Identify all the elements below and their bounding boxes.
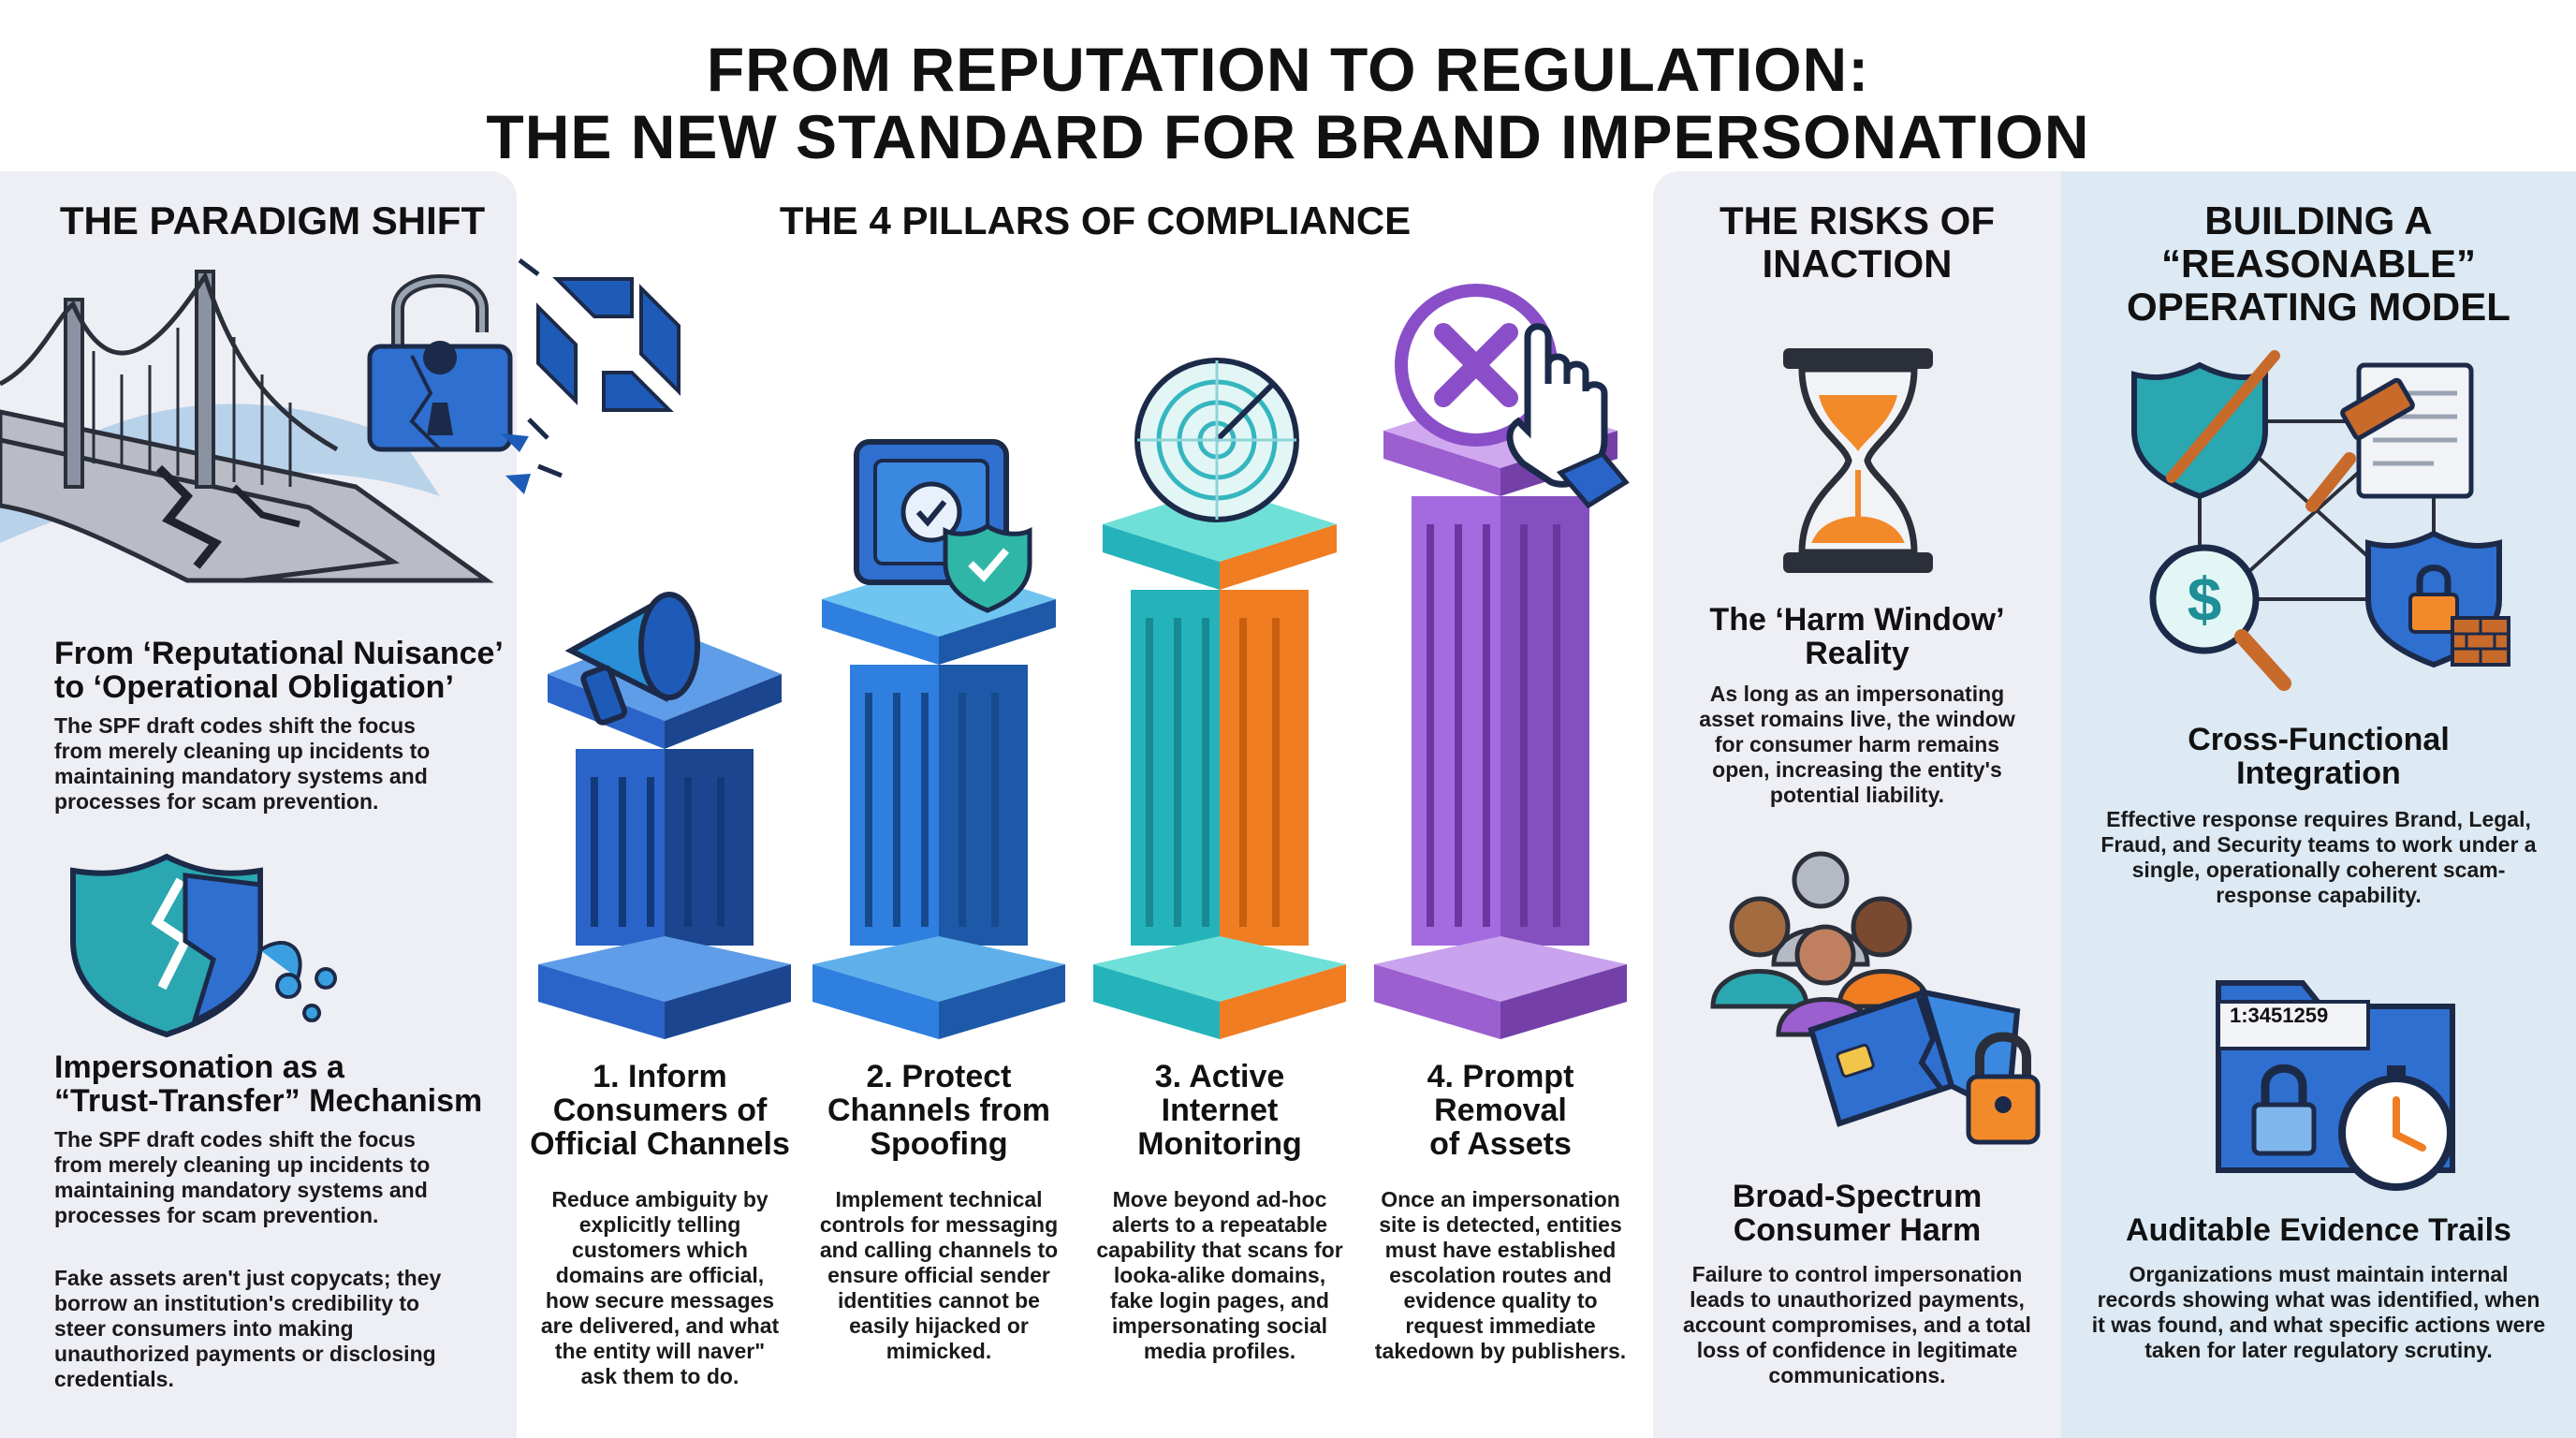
risks-heading: THE RISKS OF INACTION xyxy=(1719,198,1996,286)
pillar-4-title: 4. Prompt Removal of Assets xyxy=(1427,1059,1574,1162)
safe-icon xyxy=(854,439,1032,613)
pillar-1 xyxy=(538,627,791,1039)
pillar-2 xyxy=(812,562,1065,1039)
pillar-3-title: 3. Active Internet Monitoring xyxy=(1137,1059,1302,1162)
model-section1-title: Cross-Functional Integration xyxy=(2188,722,2450,791)
pillar-2-body: Implement technical controls for messagi… xyxy=(819,1187,1059,1363)
paradigm-section1-body: The SPF draft codes shift the focus from… xyxy=(54,713,431,814)
pillar-2-title: 2. Protect Channels from Spoofing xyxy=(827,1059,1051,1162)
pillar-3 xyxy=(1093,487,1346,1039)
page-title: FROM REPUTATION TO REGULATION: THE NEW S… xyxy=(0,36,2576,170)
model-section1-body: Effective response requires Brand, Legal… xyxy=(2100,807,2537,907)
megaphone-icon xyxy=(564,592,700,726)
model-section2-title: Auditable Evidence Trails xyxy=(2126,1212,2511,1248)
padlock-icon xyxy=(367,274,513,452)
svg-text:$: $ xyxy=(2188,565,2222,634)
risks-section1-title: The ‘Harm Window’ Reality xyxy=(1709,602,2005,671)
paradigm-section2-body2: Fake assets aren't just copycats; they b… xyxy=(54,1266,442,1391)
risks-section2-body: Failure to control impersonation leads t… xyxy=(1683,1262,2031,1387)
pillar-3-body: Move beyond ad-hoc alerts to a repeatabl… xyxy=(1096,1187,1343,1363)
network-icon: $ xyxy=(2131,350,2510,691)
title-line-1: FROM REPUTATION TO REGULATION: xyxy=(706,35,1870,104)
pillar-4-body: Once an impersonation site is detected, … xyxy=(1374,1187,1627,1363)
paradigm-section1-title: From ‘Reputational Nuisance’ to ‘Operati… xyxy=(54,636,504,705)
bridge-icon xyxy=(0,270,494,583)
paradigm-section2-body: The SPF draft codes shift the focus from… xyxy=(54,1127,431,1227)
cancel-click-icon xyxy=(1395,284,1630,509)
broken-card-icon xyxy=(1808,989,2041,1145)
title-line-2: THE NEW STANDARD FOR BRAND IMPERSONATION xyxy=(486,102,2090,171)
pillar-1-body: Reduce ambiguity by explicitly telling c… xyxy=(540,1187,780,1388)
broken-shield-icon xyxy=(70,853,338,1038)
pillars-heading: THE 4 PILLARS OF COMPLIANCE xyxy=(779,198,1412,242)
broken-logo-icon xyxy=(501,258,681,494)
risks-section1-body: As long as an impersonating asset romain… xyxy=(1699,682,2015,807)
model-heading: BUILDING A “REASONABLE” OPERATING MODEL xyxy=(2127,198,2510,329)
paradigm-section2-title: Impersonation as a “Trust-Transfer” Mech… xyxy=(54,1049,483,1119)
evidence-folder-icon xyxy=(2216,980,2455,1191)
model-section2-body: Organizations must maintain internal rec… xyxy=(2091,1262,2546,1362)
paradigm-heading: THE PARADIGM SHIFT xyxy=(59,198,486,242)
hourglass-icon xyxy=(1783,348,1933,573)
radar-icon xyxy=(1134,358,1299,522)
risks-section2-title: Broad-Spectrum Consumer Harm xyxy=(1732,1179,1983,1248)
evidence-folder-label: 1:3451259 xyxy=(2230,1004,2329,1027)
people-icon xyxy=(1710,851,1931,1037)
pillar-1-title: 1. Inform Consumers of Official Channels xyxy=(530,1059,790,1162)
